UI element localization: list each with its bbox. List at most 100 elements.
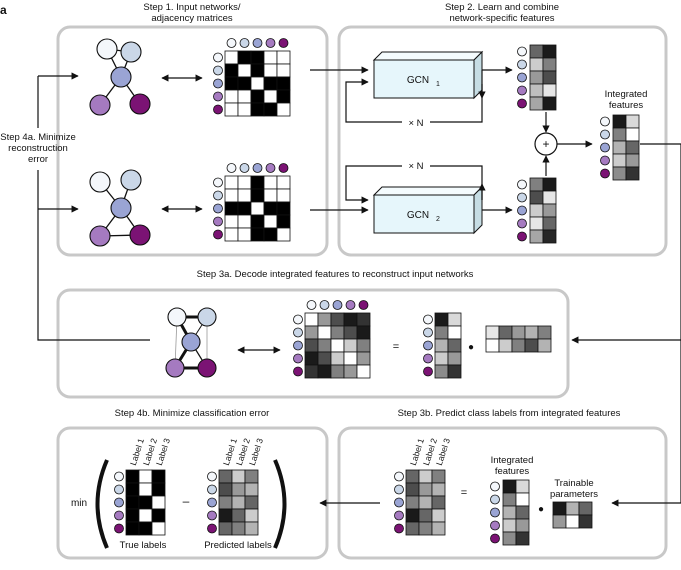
node-marker: [239, 38, 250, 48]
gcn-2-subscript: 2: [436, 216, 440, 223]
matrix-cell: [343, 351, 358, 366]
node-marker: [490, 481, 500, 492]
matrix-cell: [138, 482, 153, 497]
node-marker: [517, 46, 527, 57]
matrix-cell: [125, 469, 140, 484]
node-marker: [114, 471, 124, 482]
node-marker: [332, 300, 343, 310]
matrix-cell: [224, 50, 239, 65]
matrix-cell: [151, 495, 166, 510]
matrix-cell: [330, 364, 345, 379]
matrix-cell: [237, 188, 252, 203]
node-marker: [213, 216, 223, 227]
node-marker: [226, 163, 237, 173]
matrix-cell: [447, 364, 462, 379]
panel-step4b: [56, 426, 329, 560]
matrix-cell: [447, 351, 462, 366]
node-marker: [423, 314, 433, 325]
integrated-features: [612, 114, 640, 181]
matrix-cell: [237, 214, 252, 229]
matrix-cell: [537, 325, 552, 340]
matrix-cell: [125, 482, 140, 497]
node-marker: [600, 116, 610, 127]
node-marker: [207, 510, 217, 521]
matrix-cell: [356, 325, 371, 340]
matrix-cell: [502, 479, 517, 494]
matrix-cell: [151, 508, 166, 523]
step4b-title: Step 4b. Minimize classification error: [115, 408, 270, 419]
step3b-title: Step 3b. Predict class labels from integ…: [398, 408, 621, 419]
step2-title-line2: network-specific features: [449, 13, 554, 24]
node-marker: [517, 179, 527, 190]
node-marker: [517, 72, 527, 83]
matrix-cell: [237, 227, 252, 242]
matrix-cell: [276, 63, 291, 78]
matrix-cell: [529, 70, 544, 85]
repeat-label-2: × N: [408, 161, 423, 172]
reconstructed-matrix: [304, 312, 371, 379]
loop-line-vertical: [37, 76, 150, 341]
matrix-cell: [138, 508, 153, 523]
matrix-cell: [434, 312, 449, 327]
node-marker: [265, 38, 276, 48]
matrix-cell: [250, 50, 265, 65]
node-marker: [306, 300, 317, 310]
gcn-2-label: GCN: [407, 210, 429, 221]
node-marker: [213, 65, 223, 76]
node-marker: [319, 300, 330, 310]
features-1: [529, 44, 557, 111]
matrix-cell: [515, 492, 530, 507]
gcn-1-label: GCN: [407, 75, 429, 86]
matrix-cell: [578, 514, 593, 529]
matrix-cell: [434, 351, 449, 366]
matrix-cell: [529, 190, 544, 205]
matrix-cell: [317, 364, 332, 379]
matrix-cell: [125, 495, 140, 510]
matrix-cell: [625, 140, 640, 155]
matrix-cell: [218, 521, 233, 536]
right-paren: [273, 459, 287, 549]
matrix-cell: [276, 76, 291, 91]
matrix-cell: [276, 89, 291, 104]
node-marker: [423, 340, 433, 351]
matrix-cell: [447, 338, 462, 353]
repeat-1-bg: [402, 116, 430, 128]
node-marker: [394, 510, 404, 521]
matrix-cell: [612, 114, 627, 129]
node-marker: [517, 59, 527, 70]
matrix-cell: [612, 153, 627, 168]
matrix-cell: [529, 203, 544, 218]
node-marker: [600, 142, 610, 153]
node-purple: [129, 224, 151, 246]
matrix-cell: [125, 508, 140, 523]
matrix-cell: [405, 508, 420, 523]
matrix-cell: [542, 57, 557, 72]
node-marker: [293, 327, 303, 338]
matrix-cell: [515, 531, 530, 546]
matrix-cell: [405, 482, 420, 497]
matrix-cell: [231, 521, 246, 536]
node-marker: [345, 300, 356, 310]
matrix-cell: [237, 76, 252, 91]
matrix-cell: [224, 227, 239, 242]
matrix-cell: [405, 521, 420, 536]
dot-3b: ●: [538, 504, 544, 515]
node-white: [167, 307, 187, 327]
node-lightblue: [120, 169, 142, 191]
matrix-cell: [502, 518, 517, 533]
matrix-cell: [529, 96, 544, 111]
equals-3a: =: [393, 341, 399, 353]
matrix-cell: [125, 521, 140, 536]
matrix-cell: [317, 338, 332, 353]
matrix-cell: [218, 508, 233, 523]
matrix-cell: [263, 175, 278, 190]
node-marker: [213, 203, 223, 214]
step4a-label-line3: error: [28, 154, 48, 165]
matrix-cell: [304, 351, 319, 366]
node-marker: [278, 163, 289, 173]
matrix-cell: [244, 508, 259, 523]
node-marker: [600, 129, 610, 140]
network-1: [89, 38, 151, 116]
matrix-cell: [330, 338, 345, 353]
